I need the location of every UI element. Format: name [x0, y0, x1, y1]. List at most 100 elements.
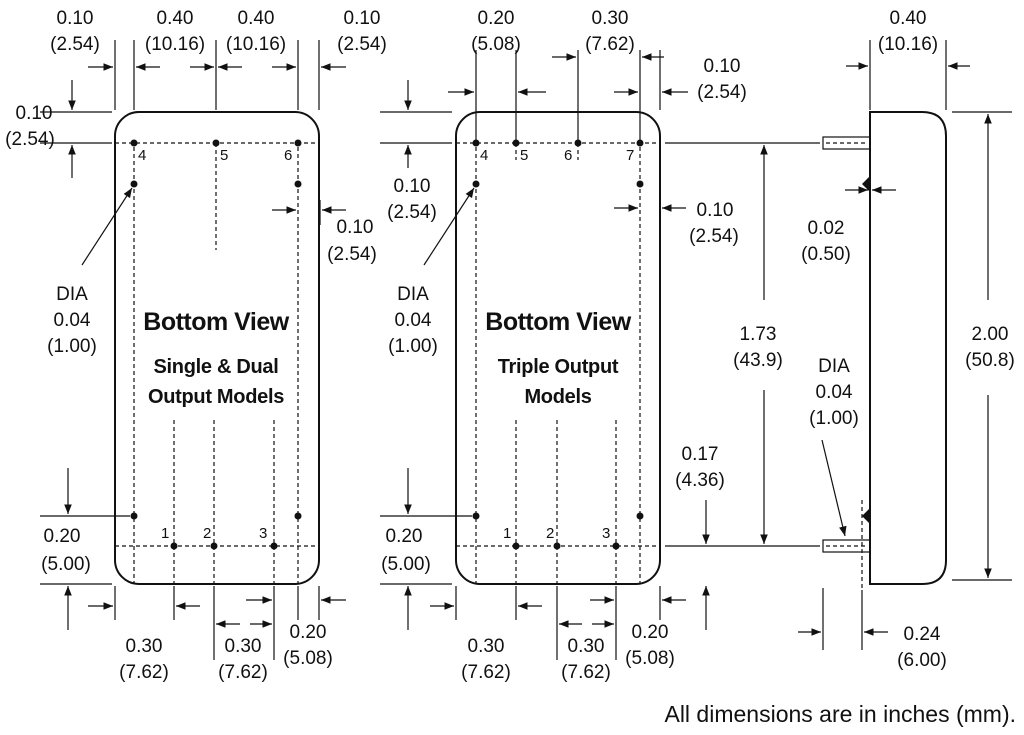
dim-mid-side-020-in: 0.20: [386, 526, 423, 547]
pin-5-dot: [212, 139, 220, 147]
dim-left-top-010b-mm: (2.54): [337, 34, 387, 55]
middle-module-outline: [455, 111, 661, 585]
pin-3-dot: [612, 542, 620, 550]
dim-mid-side-010-mm: (2.54): [387, 202, 437, 223]
pin-1-dot: [512, 542, 520, 550]
left-bottom-view: 4 5 6 1 2 3 Bottom View Single & Dual Ou…: [5, 8, 387, 683]
dim-side-dia-mm: (1.00): [809, 408, 859, 429]
dim-left-side-020-in: 0.20: [44, 526, 81, 547]
mount-dot-upper-left: [472, 180, 480, 188]
mount-dot-upper-left: [130, 180, 138, 188]
pin-label-4: 4: [480, 147, 488, 164]
dim-left-bot-030b-in: 0.30: [225, 636, 262, 657]
dim-left-right-010-mm: (2.54): [327, 244, 377, 265]
dim-left-side-010-mm: (2.54): [5, 129, 55, 150]
dim-side-173-mm: (43.9): [733, 350, 783, 371]
side-view: 0.40 (10.16) 0.02 (0.50) 1.73 (43.9) 2.0…: [665, 8, 1015, 671]
pin-label-2: 2: [203, 525, 211, 542]
dim-mid-top-030-in: 0.30: [592, 8, 629, 29]
dim-left-bot-030b-mm: (7.62): [218, 662, 268, 683]
dim-mid-side-010-in: 0.10: [394, 176, 431, 197]
dim-mid-bot-030b-in: 0.30: [568, 636, 605, 657]
lower-pin: [822, 539, 871, 553]
pin-label-6: 6: [564, 147, 572, 164]
pin-label-3: 3: [602, 525, 610, 542]
pin-7-dot: [636, 139, 644, 147]
dim-left-bot-020-in: 0.20: [290, 622, 327, 643]
pin-label-5: 5: [220, 147, 228, 164]
dim-mid-bot-020-in: 0.20: [632, 622, 669, 643]
pin-4-dot: [472, 139, 480, 147]
left-view-title: Bottom View: [143, 308, 289, 336]
dim-side-200-in: 2.00: [972, 324, 1009, 345]
middle-view-title: Bottom View: [485, 308, 631, 336]
pin-6-dot: [294, 139, 302, 147]
dim-left-dia-in: 0.04: [54, 310, 91, 331]
dim-side-200-mm: (50.8): [965, 350, 1015, 371]
mount-dot-upper-right: [636, 180, 644, 188]
pin-2-dot: [553, 542, 561, 550]
dim-left-dia-label: DIA: [56, 284, 88, 305]
dim-mid-dia-label: DIA: [397, 284, 429, 305]
dim-side-top-040-in: 0.40: [890, 8, 927, 29]
dim-left-top-040b-in: 0.40: [238, 8, 275, 29]
dim-left-top-040b-mm: (10.16): [226, 34, 286, 55]
pin-label-1: 1: [161, 525, 169, 542]
left-module-outline: [114, 111, 320, 585]
side-module-outline: [869, 111, 947, 585]
mount-dot-lower-left: [472, 512, 480, 520]
left-view-subtitle-2: Output Models: [148, 386, 284, 408]
middle-bottom-view: 4 5 6 7 1 2 3 Bottom View Triple Output …: [380, 8, 747, 683]
pin-6-dot: [574, 139, 582, 147]
pin-3-dot: [270, 542, 278, 550]
pin-2-dot: [210, 542, 218, 550]
footnote: All dimensions are in inches (mm).: [664, 701, 1016, 727]
dim-left-right-010-in: 0.10: [337, 217, 374, 238]
middle-view-subtitle-1: Triple Output: [498, 356, 619, 378]
dim-side-017-in: 0.17: [682, 444, 719, 465]
dim-side-top-040-mm: (10.16): [878, 34, 938, 55]
dim-mid-top-010-in: 0.10: [704, 56, 741, 77]
dim-mid-top-020-in: 0.20: [478, 8, 515, 29]
dim-left-side-020-mm: (5.00): [41, 554, 91, 575]
dim-left-top-010-mm: (2.54): [50, 34, 100, 55]
pin-label-1: 1: [503, 525, 511, 542]
upper-pin: [822, 136, 871, 150]
dim-mid-right-010-in: 0.10: [697, 200, 734, 221]
mount-dot-lower-left: [130, 512, 138, 520]
dim-side-dia-in: 0.04: [816, 382, 853, 403]
pin-label-6: 6: [284, 147, 292, 164]
dim-mid-top-020-mm: (5.08): [471, 34, 521, 55]
dim-left-bot-030-mm: (7.62): [119, 662, 169, 683]
dim-mid-bot-030-in: 0.30: [468, 636, 505, 657]
dim-left-bot-030-in: 0.30: [126, 636, 163, 657]
dim-mid-right-010-mm: (2.54): [689, 226, 739, 247]
dim-side-pin-dia-mm: (0.50): [801, 244, 851, 265]
pin-label-7: 7: [626, 147, 634, 164]
pin-4-dot: [130, 139, 138, 147]
middle-view-subtitle-2: Models: [524, 386, 591, 408]
pin-1-dot: [170, 542, 178, 550]
dim-mid-dia-in: 0.04: [395, 310, 432, 331]
mount-dot-upper-right: [294, 180, 302, 188]
dim-side-pin-dia-in: 0.02: [808, 218, 845, 239]
pin-5-dot: [512, 139, 520, 147]
dim-side-dia-label: DIA: [818, 356, 850, 377]
mount-dot-lower-right: [636, 512, 644, 520]
dim-left-top-010b-in: 0.10: [344, 8, 381, 29]
dim-mid-top-030-mm: (7.62): [585, 34, 635, 55]
dim-mid-side-020-mm: (5.00): [381, 554, 431, 575]
dim-left-side-010-in: 0.10: [16, 103, 53, 124]
dim-side-024-in: 0.24: [904, 624, 941, 645]
dim-mid-bot-020-mm: (5.08): [625, 648, 675, 669]
dim-mid-bot-030-mm: (7.62): [461, 662, 511, 683]
dim-left-dia-mm: (1.00): [47, 336, 97, 357]
dim-side-173-in: 1.73: [740, 324, 777, 345]
dim-left-top-040a-mm: (10.16): [145, 34, 205, 55]
pin-label-2: 2: [546, 525, 554, 542]
pin-label-4: 4: [138, 147, 146, 164]
dim-left-bot-020-mm: (5.08): [283, 648, 333, 669]
dim-mid-dia-mm: (1.00): [388, 336, 438, 357]
pin-label-5: 5: [520, 147, 528, 164]
